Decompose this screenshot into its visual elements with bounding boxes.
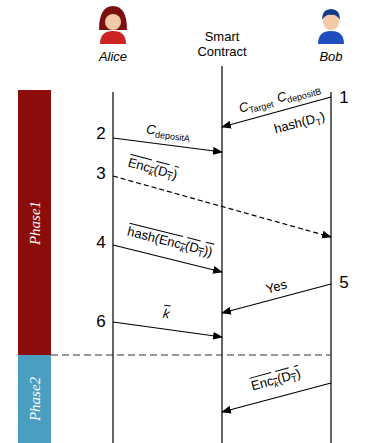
actor-name-part: Alice <box>99 49 127 64</box>
callout-number-part: 3 <box>96 164 105 183</box>
message-label-part: Target <box>248 99 275 115</box>
lifeline <box>112 92 113 443</box>
message-label: Enck(DT) <box>126 156 179 185</box>
message-label-part: ) <box>171 167 179 183</box>
callout-number-part: 4 <box>96 233 105 252</box>
message-label: hash(Enck(DT)) <box>126 225 215 262</box>
callout-number: 4 <box>96 233 105 253</box>
actor-name-part: Bob <box>319 49 342 64</box>
message-label: k <box>162 306 171 322</box>
phase-label: Phase1 <box>26 200 43 244</box>
message-label-part: Yes <box>265 276 289 296</box>
callout-number: 3 <box>96 164 105 184</box>
actor-name: Smart Contract <box>190 30 254 60</box>
actor-name: Alice <box>99 50 127 65</box>
message-label: Enck(DT) <box>250 367 303 396</box>
phase-band: Phase2 <box>18 355 51 443</box>
message-label-part: depositB <box>286 86 322 105</box>
message-label-part: Enc <box>249 373 275 393</box>
alice-icon <box>99 6 127 44</box>
message-arrow <box>113 322 222 337</box>
lifeline <box>221 66 222 443</box>
actor-name: Bob <box>319 50 342 65</box>
bob-icon <box>318 9 344 44</box>
phase-label: Phase2 <box>26 377 43 421</box>
message-label-part: )) <box>203 243 215 260</box>
callout-number: 1 <box>339 88 348 108</box>
callout-number: 5 <box>339 273 348 293</box>
callout-number-part: 2 <box>96 124 105 143</box>
phase-band: Phase1 <box>18 90 51 355</box>
actor-name-part: Smart Contract <box>197 29 246 59</box>
message-label: Yes <box>265 277 289 297</box>
message-label: hash(DT) <box>273 109 327 138</box>
message-label: CdepositA <box>145 122 191 144</box>
callout-number: 6 <box>96 312 105 332</box>
phase-divider <box>18 355 331 356</box>
callout-number-part: 5 <box>339 273 348 292</box>
lifeline <box>330 92 331 443</box>
message-label-part: (D <box>275 368 292 386</box>
callout-number-part: 1 <box>339 88 348 107</box>
callout-number-part: 6 <box>96 312 105 331</box>
message-label-part: hash(Enc <box>126 224 183 252</box>
message-label-part: k <box>162 305 171 321</box>
message-label-part: hash(D <box>273 111 317 136</box>
message-label-part: depositA <box>154 129 190 143</box>
callout-number: 2 <box>96 124 105 144</box>
